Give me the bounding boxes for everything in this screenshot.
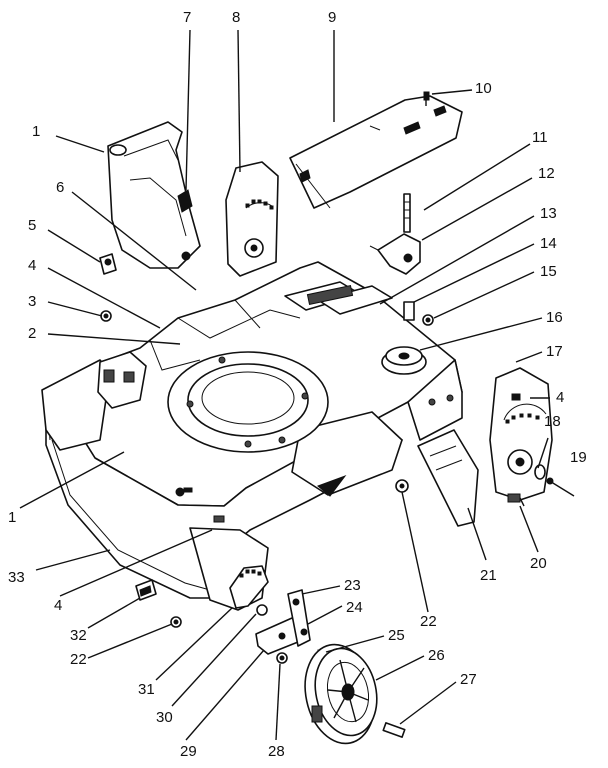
part-19-pin — [546, 477, 575, 497]
part-5-knob — [99, 253, 117, 275]
part-18-washer — [534, 464, 546, 480]
callout-24: 24 — [346, 599, 363, 616]
right-height-plate — [489, 367, 553, 501]
mower-deck — [41, 261, 479, 611]
callout-15: 15 — [540, 263, 557, 280]
callout-30: 30 — [156, 709, 173, 726]
part-13-spacer — [403, 301, 415, 321]
leader-lines — [19, 29, 550, 741]
part-20-bolt — [507, 493, 525, 507]
part-30-washer — [256, 604, 268, 616]
callout-1-bottom: 1 — [8, 509, 16, 526]
callout-25: 25 — [388, 627, 405, 644]
callout-16: 16 — [546, 309, 563, 326]
callout-7: 7 — [183, 9, 191, 26]
part-1-chute — [107, 121, 201, 269]
part-27-bolt — [382, 722, 406, 738]
callout-11: 11 — [532, 129, 548, 146]
callout-8: 8 — [232, 9, 240, 26]
callout-labels: 7 8 9 10 1 11 6 12 5 13 14 4 15 3 16 2 1… — [8, 9, 587, 760]
callout-31: 31 — [138, 681, 155, 698]
part-11-bolt — [403, 193, 411, 233]
callout-4-lower: 4 — [54, 597, 62, 614]
callout-32: 32 — [70, 627, 87, 644]
part-10-screw — [423, 91, 430, 106]
callout-19: 19 — [570, 449, 587, 466]
callout-14: 14 — [540, 235, 557, 252]
part-28-nut — [276, 652, 288, 664]
callout-12: 12 — [538, 165, 555, 182]
callout-3: 3 — [28, 293, 36, 310]
callout-5: 5 — [28, 217, 36, 234]
callout-18: 18 — [544, 413, 561, 430]
part-12-bracket — [369, 233, 421, 275]
part-32-clip — [135, 579, 157, 601]
callout-33: 33 — [8, 569, 25, 586]
callout-27: 27 — [460, 671, 477, 688]
part-3-nut — [100, 310, 112, 322]
callout-4-right: 4 — [556, 389, 564, 406]
callout-21: 21 — [480, 567, 497, 584]
callout-10: 10 — [475, 80, 492, 97]
callout-22-right: 22 — [420, 613, 437, 630]
part-31-height-plate — [229, 565, 269, 609]
part-7-clip — [177, 189, 193, 213]
part-22a-nut — [395, 479, 409, 493]
callout-28: 28 — [268, 743, 285, 760]
callout-29: 29 — [180, 743, 197, 760]
part-8-height-plate — [225, 161, 279, 277]
callout-20: 20 — [530, 555, 547, 572]
callout-2: 2 — [28, 325, 36, 342]
part-9-rear-cover — [289, 95, 463, 209]
callout-13: 13 — [540, 205, 557, 222]
callout-26: 26 — [428, 647, 445, 664]
part-15-nut — [422, 314, 434, 326]
callout-23: 23 — [344, 577, 361, 594]
callout-6: 6 — [56, 179, 64, 196]
callout-17: 17 — [546, 343, 563, 360]
callout-22-left: 22 — [70, 651, 87, 668]
part-22b-nut — [170, 616, 182, 628]
callout-1-top: 1 — [32, 123, 40, 140]
callout-9: 9 — [328, 9, 336, 26]
part-26-wheel — [304, 643, 378, 745]
callout-4-upper-left: 4 — [28, 257, 36, 274]
part-23-24-link — [287, 589, 311, 647]
